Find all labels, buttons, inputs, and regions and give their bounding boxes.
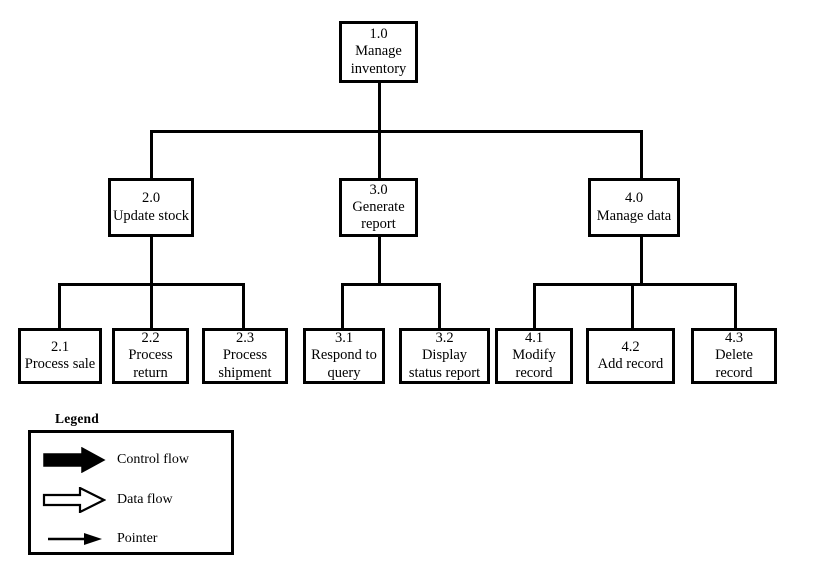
node-number: 2.0 bbox=[141, 190, 161, 207]
legend-item-pointer: Pointer bbox=[31, 522, 231, 556]
connector-drop-4-2 bbox=[631, 283, 634, 329]
connector-level2-bus bbox=[150, 130, 643, 133]
connector-drop-2-1 bbox=[58, 283, 61, 329]
pointer-arrow-icon bbox=[31, 529, 117, 549]
node-label: Modify record bbox=[512, 347, 556, 381]
node-3-1[interactable]: 3.1 Respond to query bbox=[303, 328, 385, 384]
node-2-2[interactable]: 2.2 Process return bbox=[112, 328, 189, 384]
node-3-2[interactable]: 3.2 Display status report bbox=[399, 328, 490, 384]
legend-item-label: Control flow bbox=[117, 452, 189, 467]
node-number: 4.2 bbox=[621, 338, 640, 355]
connector-drop-4-3 bbox=[734, 283, 737, 329]
node-4-1[interactable]: 4.1 Modify record bbox=[495, 328, 573, 384]
node-label: Manage inventory bbox=[350, 43, 407, 77]
node-number: 3.2 bbox=[435, 330, 454, 347]
solid-block-arrow-icon bbox=[31, 447, 117, 473]
node-number: 4.0 bbox=[624, 190, 644, 207]
connector-root-trunk bbox=[378, 82, 381, 132]
node-label: Display status report bbox=[408, 347, 481, 381]
node-4-3[interactable]: 4.3 Delete record bbox=[691, 328, 777, 384]
legend-title: Legend bbox=[55, 411, 99, 426]
node-3-0[interactable]: 3.0 Generate report bbox=[339, 178, 418, 237]
connector-drop-4-1 bbox=[533, 283, 536, 329]
connector-trunk-2-0 bbox=[150, 236, 153, 284]
node-number: 4.1 bbox=[524, 330, 544, 347]
hollow-block-arrow-icon bbox=[31, 487, 117, 513]
legend-item-label: Data flow bbox=[117, 492, 173, 507]
node-label: Manage data bbox=[596, 207, 672, 224]
connector-bus-3-x bbox=[341, 283, 441, 286]
node-number: 3.1 bbox=[334, 330, 354, 347]
node-label: Respond to query bbox=[311, 347, 377, 381]
node-number: 1.0 bbox=[369, 26, 388, 43]
node-label: Generate report bbox=[352, 198, 405, 233]
node-label: Process shipment bbox=[218, 347, 272, 381]
connector-drop-2-2 bbox=[150, 283, 153, 329]
node-number: 3.0 bbox=[369, 181, 388, 198]
node-4-2[interactable]: 4.2 Add record bbox=[586, 328, 675, 384]
node-2-3[interactable]: 2.3 Process shipment bbox=[202, 328, 288, 384]
node-label: Process sale bbox=[24, 356, 96, 372]
connector-drop-2-0 bbox=[150, 130, 153, 178]
node-label: Delete record bbox=[715, 347, 753, 381]
node-label: Add record bbox=[597, 356, 664, 372]
connector-drop-3-0 bbox=[378, 130, 381, 178]
legend-item-label: Pointer bbox=[117, 531, 158, 546]
node-1-0[interactable]: 1.0 Manage inventory bbox=[339, 21, 418, 83]
connector-drop-2-3 bbox=[242, 283, 245, 329]
node-number: 2.1 bbox=[50, 338, 70, 355]
connector-trunk-3-0 bbox=[378, 236, 381, 284]
node-number: 2.3 bbox=[235, 330, 255, 347]
node-2-1[interactable]: 2.1 Process sale bbox=[18, 328, 102, 384]
legend-item-data-flow: Data flow bbox=[31, 483, 231, 517]
connector-drop-4-0 bbox=[640, 130, 643, 178]
legend-item-control-flow: Control flow bbox=[31, 443, 231, 477]
node-2-0[interactable]: 2.0 Update stock bbox=[108, 178, 194, 237]
node-4-0[interactable]: 4.0 Manage data bbox=[588, 178, 680, 237]
connector-drop-3-2 bbox=[438, 283, 441, 329]
node-label: Update stock bbox=[112, 207, 190, 224]
node-label: Process return bbox=[128, 347, 173, 381]
node-number: 2.2 bbox=[141, 330, 160, 347]
node-number: 4.3 bbox=[724, 330, 744, 347]
connector-bus-4-x bbox=[533, 283, 737, 286]
connector-drop-3-1 bbox=[341, 283, 344, 329]
connector-trunk-4-0 bbox=[640, 236, 643, 284]
legend-box: Control flow Data flow Pointer bbox=[28, 430, 234, 555]
